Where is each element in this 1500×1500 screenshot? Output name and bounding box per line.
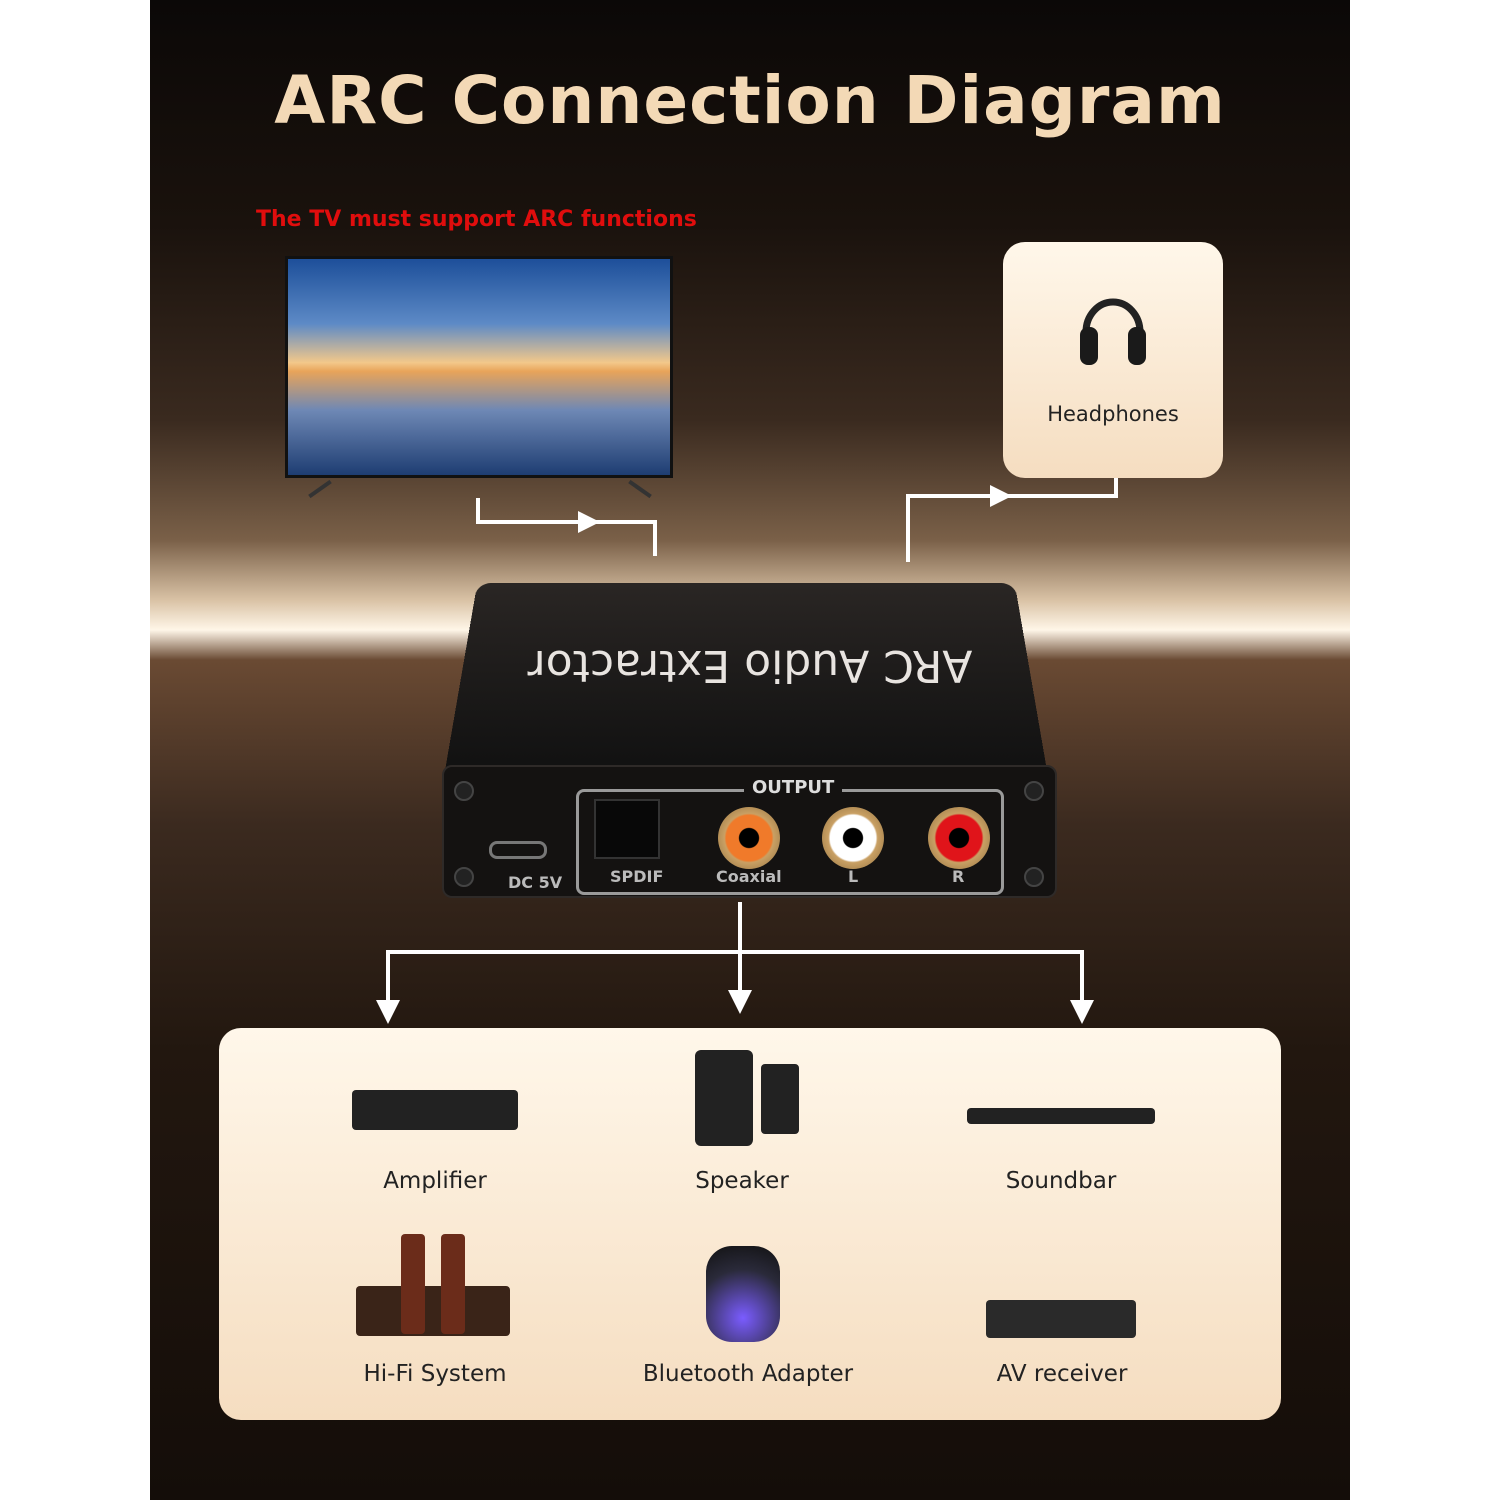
arrow-down-icon (728, 990, 752, 1014)
output-label-speaker: Speaker (695, 1168, 789, 1194)
usb-c-port (489, 841, 547, 859)
tv-stand-right (628, 479, 652, 499)
coaxial-port (718, 807, 780, 869)
av-receiver-icon (986, 1300, 1136, 1338)
bluetooth-adapter-icon (706, 1246, 780, 1342)
right-label: R (952, 867, 965, 886)
output-label-av-receiver: AV receiver (996, 1361, 1128, 1387)
connector-line (476, 498, 480, 524)
connector-line (653, 520, 657, 556)
hifi-system-icon (356, 1286, 510, 1336)
output-devices-panel: Amplifier Speaker Soundbar Hi-Fi System … (219, 1028, 1281, 1420)
left-audio-port (822, 807, 884, 869)
hifi-tower-icon (401, 1234, 425, 1334)
output-label-bluetooth: Bluetooth Adapter (642, 1361, 854, 1387)
headphones-icon (1080, 298, 1146, 365)
connector-line (476, 520, 656, 524)
tv-stand-left (308, 479, 332, 499)
connector-line (386, 950, 1084, 954)
spdif-port (594, 799, 660, 859)
output-label-amplifier: Amplifier (383, 1168, 487, 1194)
arrow-right-icon (990, 485, 1012, 507)
headphones-card: Headphones (1003, 242, 1223, 478)
right-audio-port (928, 807, 990, 869)
connector-line (906, 494, 1118, 498)
screw-icon (1024, 781, 1044, 801)
dc-label: DC 5V (508, 873, 563, 892)
arrow-down-icon (1070, 1000, 1094, 1024)
device-name: ARC Audio Extractor (527, 640, 973, 691)
left-label: L (848, 867, 859, 886)
extractor-front-panel: DC 5V OUTPUT SPDIF Coaxial L R (442, 765, 1057, 898)
output-label-soundbar: Soundbar (1005, 1168, 1117, 1194)
speaker-icon (695, 1050, 753, 1146)
output-label-hifi: Hi-Fi System (363, 1361, 507, 1387)
headphones-label: Headphones (1047, 402, 1179, 426)
hifi-tower-icon (441, 1234, 465, 1334)
arrow-right-icon (578, 511, 600, 533)
arrow-down-icon (376, 1000, 400, 1024)
diagram-canvas: ARC Connection Diagram The TV must suppo… (150, 0, 1350, 1500)
screw-icon (454, 781, 474, 801)
screw-icon (454, 867, 474, 887)
amplifier-icon (352, 1090, 518, 1130)
spdif-label: SPDIF (610, 867, 664, 886)
page-title: ARC Connection Diagram (274, 62, 1226, 139)
output-label: OUTPUT (744, 777, 843, 798)
connector-line (386, 950, 390, 1000)
tv-icon (285, 256, 673, 478)
arc-warning: The TV must support ARC functions (256, 207, 697, 232)
soundbar-icon (967, 1108, 1155, 1124)
screw-icon (1024, 867, 1044, 887)
speaker-icon (761, 1064, 799, 1134)
coaxial-label: Coaxial (716, 867, 782, 886)
connector-line (1080, 950, 1084, 1000)
connector-line (1114, 478, 1118, 498)
connector-line (906, 494, 910, 562)
